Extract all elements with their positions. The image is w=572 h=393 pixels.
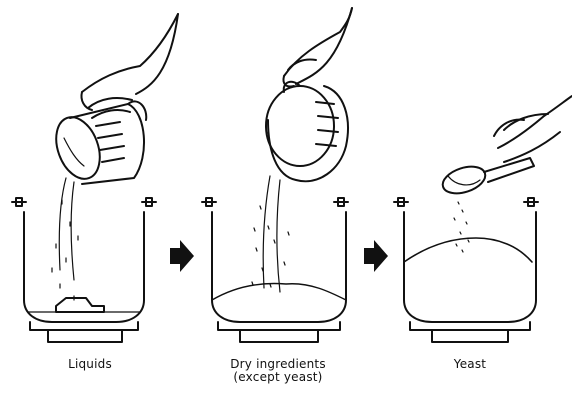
hand-icon xyxy=(494,96,572,162)
step-liquids xyxy=(12,14,178,342)
caption-liquids: Liquids xyxy=(30,358,150,371)
bread-pan-icon xyxy=(394,198,538,342)
flour-mound xyxy=(404,238,532,262)
caption-dry-ingredients: Dry ingredients (except yeast) xyxy=(210,358,346,384)
measuring-cup-icon xyxy=(266,82,348,182)
caption-yeast: Yeast xyxy=(420,358,520,371)
hand-icon xyxy=(283,8,352,87)
yeast-sprinkle xyxy=(454,202,469,252)
caption-yeast-line1: Yeast xyxy=(420,358,520,371)
step-dry-ingredients xyxy=(202,8,352,342)
caption-dry-ingredients-line2: (except yeast) xyxy=(210,371,346,384)
kneading-blade-icon xyxy=(56,298,104,312)
measuring-spoon-icon xyxy=(439,158,534,198)
falling-flour-stream xyxy=(252,176,289,292)
bread-pan-icon xyxy=(12,198,156,342)
step-yeast xyxy=(394,96,572,342)
caption-liquids-line1: Liquids xyxy=(30,358,150,371)
arrow-right-icon xyxy=(364,240,388,272)
bread-pan-icon xyxy=(202,198,348,342)
arrow-right-icon xyxy=(170,240,194,272)
pouring-liquid-stream xyxy=(52,178,78,300)
